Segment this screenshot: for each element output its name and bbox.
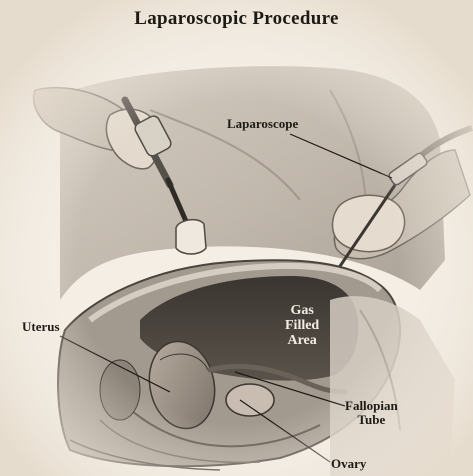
label-laparoscope: Laparoscope [227, 117, 298, 131]
label-gas-filled-area: Gas Filled Area [285, 303, 319, 348]
diagram-title: Laparoscopic Procedure [0, 9, 473, 29]
label-fallopian-tube: Fallopian Tube [345, 399, 398, 426]
label-uterus: Uterus [22, 320, 60, 334]
label-ovary: Ovary [331, 457, 366, 471]
